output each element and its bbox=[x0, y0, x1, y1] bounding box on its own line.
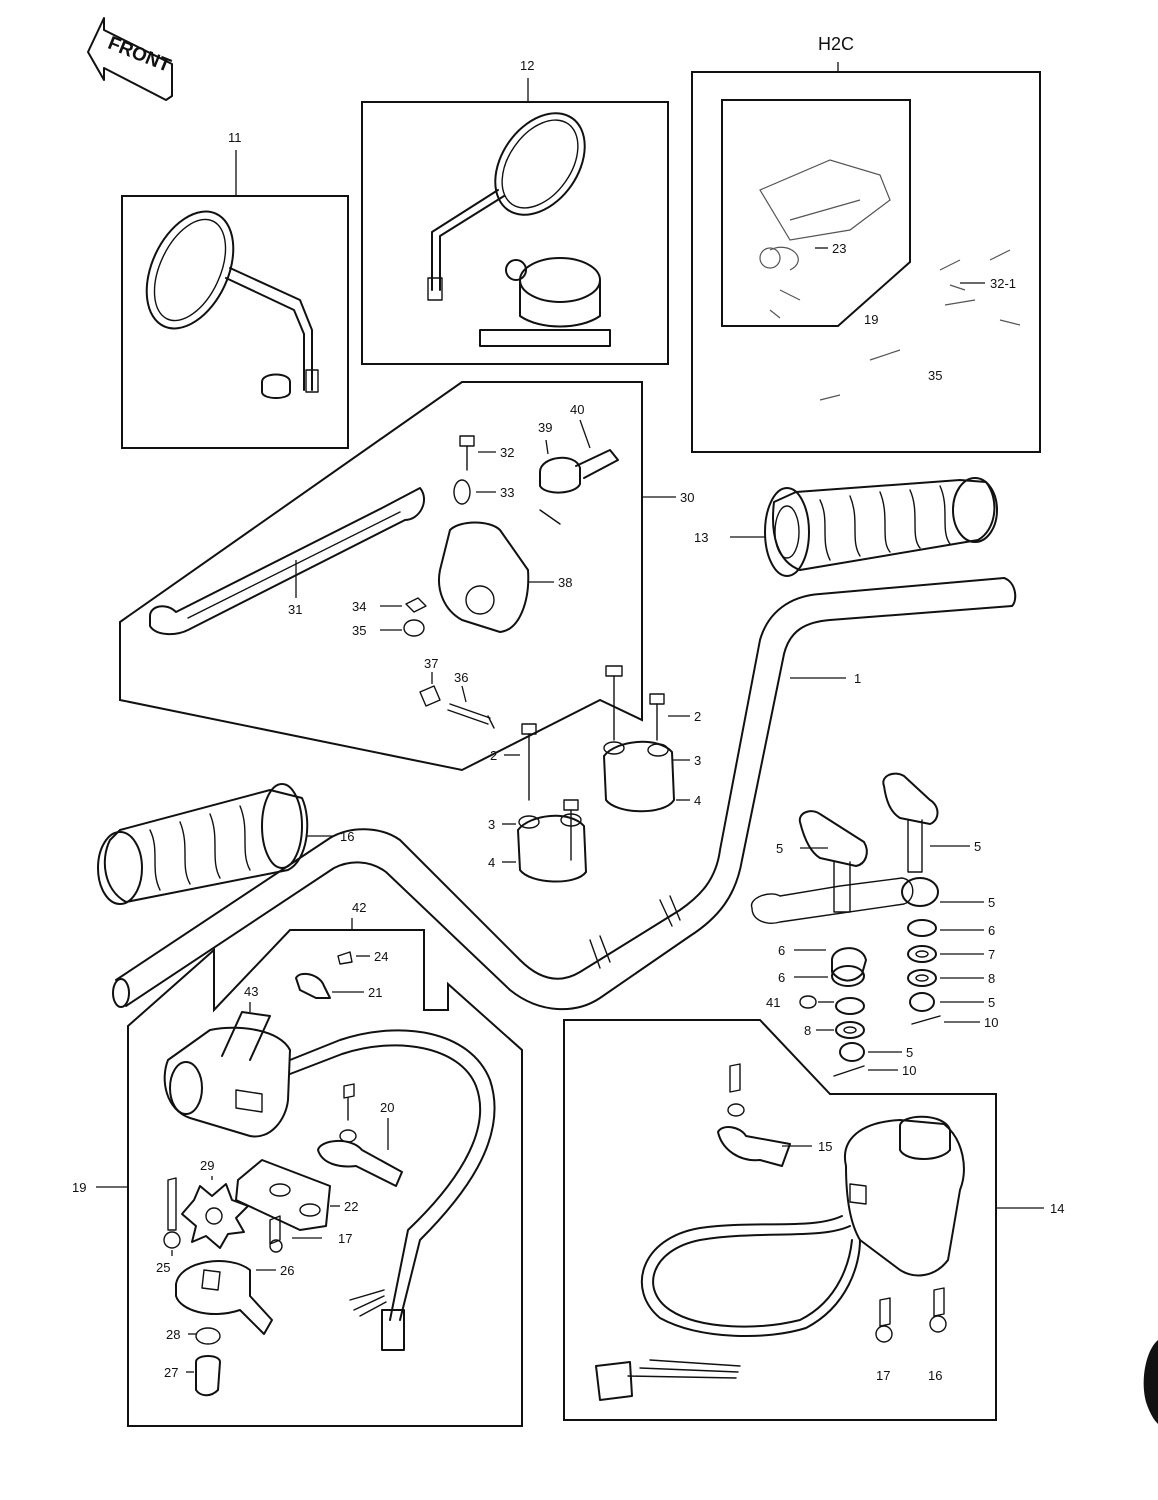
label-27: 27 bbox=[164, 1365, 178, 1380]
label-25: 25 bbox=[156, 1260, 170, 1275]
label-23: 23 bbox=[832, 241, 846, 256]
label-42: 42 bbox=[352, 900, 366, 915]
label-7: 7 bbox=[988, 947, 995, 962]
label-6-left-1: 6 bbox=[778, 943, 785, 958]
label-40: 40 bbox=[570, 402, 584, 417]
label-35: 35 bbox=[352, 623, 366, 638]
label-2-right: 2 bbox=[694, 709, 701, 724]
label-1: 1 bbox=[854, 671, 861, 686]
label-10-right: 10 bbox=[984, 1015, 998, 1030]
label-17-left: 17 bbox=[338, 1231, 352, 1246]
label-10-bottom: 10 bbox=[902, 1063, 916, 1078]
label-39: 39 bbox=[538, 420, 552, 435]
label-32: 32 bbox=[500, 445, 514, 460]
handlebar-1: 1 bbox=[112, 577, 1017, 1011]
grip-16: 16 bbox=[97, 783, 354, 905]
clamp-left: 2 3 4 bbox=[488, 723, 587, 883]
label-20: 20 bbox=[380, 1100, 394, 1115]
label-3-left: 3 bbox=[488, 817, 495, 832]
label-5-left: 5 bbox=[776, 841, 783, 856]
label-24: 24 bbox=[374, 949, 388, 964]
label-34: 34 bbox=[352, 599, 366, 614]
label-11: 11 bbox=[228, 130, 242, 145]
label-38: 38 bbox=[558, 575, 572, 590]
label-5-mid: 5 bbox=[988, 895, 995, 910]
grip-13: 13 bbox=[694, 477, 998, 577]
label-36: 36 bbox=[454, 670, 468, 685]
left-switch-box: 42 19 43 24 21 20 22 25 29 bbox=[72, 900, 523, 1427]
model-label: H2C bbox=[818, 34, 854, 54]
label-21: 21 bbox=[368, 985, 382, 1000]
label-31: 31 bbox=[288, 602, 302, 617]
clamp-right: 2 3 4 bbox=[603, 665, 701, 813]
mirror-11-box: 11 bbox=[121, 130, 349, 449]
label-26: 26 bbox=[280, 1263, 294, 1278]
lever-30-box: 30 31 32 33 39 40 38 34 35 37 36 bbox=[119, 381, 694, 772]
label-17-right: 17 bbox=[876, 1368, 890, 1383]
label-12: 12 bbox=[520, 58, 534, 73]
label-5-bottom: 5 bbox=[906, 1045, 913, 1060]
page-edge-mark bbox=[1143, 1340, 1158, 1424]
label-30: 30 bbox=[680, 490, 694, 505]
label-6-left-2: 6 bbox=[778, 970, 785, 985]
front-arrow-text: FRONT bbox=[105, 33, 174, 77]
label-33: 33 bbox=[500, 485, 514, 500]
h2c-box: H2C 23 32-1 19 35 bbox=[691, 34, 1041, 453]
label-32-1: 32-1 bbox=[990, 276, 1016, 291]
label-13: 13 bbox=[694, 530, 708, 545]
label-4-left: 4 bbox=[488, 855, 495, 870]
label-19-top: 19 bbox=[864, 312, 878, 327]
label-8-right: 8 bbox=[988, 971, 995, 986]
label-4-right: 4 bbox=[694, 793, 701, 808]
right-switch-box: 14 15 17 16 bbox=[563, 1019, 1064, 1421]
label-29: 29 bbox=[200, 1158, 214, 1173]
label-28: 28 bbox=[166, 1327, 180, 1342]
label-6-right-1: 6 bbox=[988, 923, 995, 938]
mount-parts: 5 5 5 6 7 8 5 10 6 6 41 bbox=[750, 772, 998, 1078]
label-22: 22 bbox=[344, 1199, 358, 1214]
label-2-left: 2 bbox=[490, 748, 497, 763]
front-arrow: FRONT bbox=[87, 17, 174, 101]
label-43: 43 bbox=[244, 984, 258, 999]
label-14: 14 bbox=[1050, 1201, 1064, 1216]
label-5-right-low: 5 bbox=[988, 995, 995, 1010]
label-37: 37 bbox=[424, 656, 438, 671]
label-15: 15 bbox=[818, 1139, 832, 1154]
label-5-top: 5 bbox=[974, 839, 981, 854]
label-3-right: 3 bbox=[694, 753, 701, 768]
label-41: 41 bbox=[766, 995, 780, 1010]
label-19: 19 bbox=[72, 1180, 86, 1195]
label-35-top: 35 bbox=[928, 368, 942, 383]
label-16-right: 16 bbox=[928, 1368, 942, 1383]
mirror-12-box: 12 bbox=[361, 58, 669, 365]
label-8-left: 8 bbox=[804, 1023, 811, 1038]
